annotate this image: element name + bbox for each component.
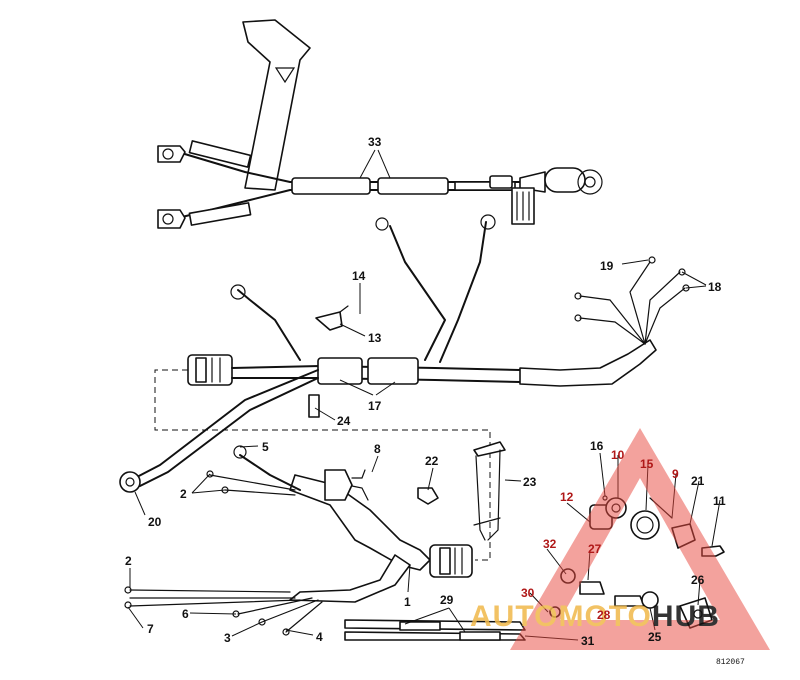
callout-16: 16 — [590, 439, 604, 453]
callout-12: 12 — [560, 490, 574, 504]
callout-27: 27 — [588, 542, 602, 556]
callout-29: 29 — [440, 593, 454, 607]
engine-harness-lower — [124, 445, 473, 636]
callout-8: 8 — [374, 442, 381, 456]
callout-26: 26 — [691, 573, 705, 587]
callout-19: 19 — [600, 259, 614, 273]
callout-13: 13 — [368, 331, 382, 345]
callout-14: 14 — [352, 269, 366, 283]
callout-5: 5 — [262, 440, 269, 454]
callout-17: 17 — [368, 399, 382, 413]
callout-21: 21 — [691, 474, 705, 488]
watermark-triangle-icon — [510, 428, 770, 650]
callout-labels: 33 14 13 17 19 18 20 24 5 2 8 22 23 1 2 … — [125, 135, 745, 667]
callout-9: 9 — [672, 467, 679, 481]
callout-23: 23 — [523, 475, 537, 489]
callout-28: 28 — [597, 608, 611, 622]
callout-6: 6 — [182, 607, 189, 621]
callout-15: 15 — [640, 457, 654, 471]
callout-7: 7 — [147, 622, 154, 636]
callout-24: 24 — [337, 414, 351, 428]
engine-harness-upper — [119, 214, 690, 561]
callout-20: 20 — [148, 515, 162, 529]
callout-10: 10 — [611, 448, 625, 462]
drawing-code: 812067 — [716, 658, 745, 667]
battery-cable-assembly — [157, 19, 603, 229]
callout-2-lower: 2 — [125, 554, 132, 568]
watermark-text-automoto: AUTOMOTO — [470, 600, 652, 633]
callout-33: 33 — [368, 135, 382, 149]
callout-31: 31 — [581, 634, 595, 648]
callout-2-upper: 2 — [180, 487, 187, 501]
callout-1: 1 — [404, 595, 411, 609]
callout-30: 30 — [521, 586, 535, 600]
callout-25: 25 — [648, 630, 662, 644]
callout-22: 22 — [425, 454, 439, 468]
callout-32: 32 — [543, 537, 557, 551]
watermark-text-hub: HUB — [652, 600, 720, 633]
hardware-parts — [308, 305, 526, 641]
svg-text:AUTOMOTOHUB: AUTOMOTOHUB — [470, 600, 720, 633]
automotohub-watermark: AUTOMOTOHUB — [470, 428, 770, 650]
callout-4: 4 — [316, 630, 323, 644]
callout-3: 3 — [224, 631, 231, 645]
callout-18: 18 — [708, 280, 722, 294]
callout-11: 11 — [713, 494, 726, 508]
